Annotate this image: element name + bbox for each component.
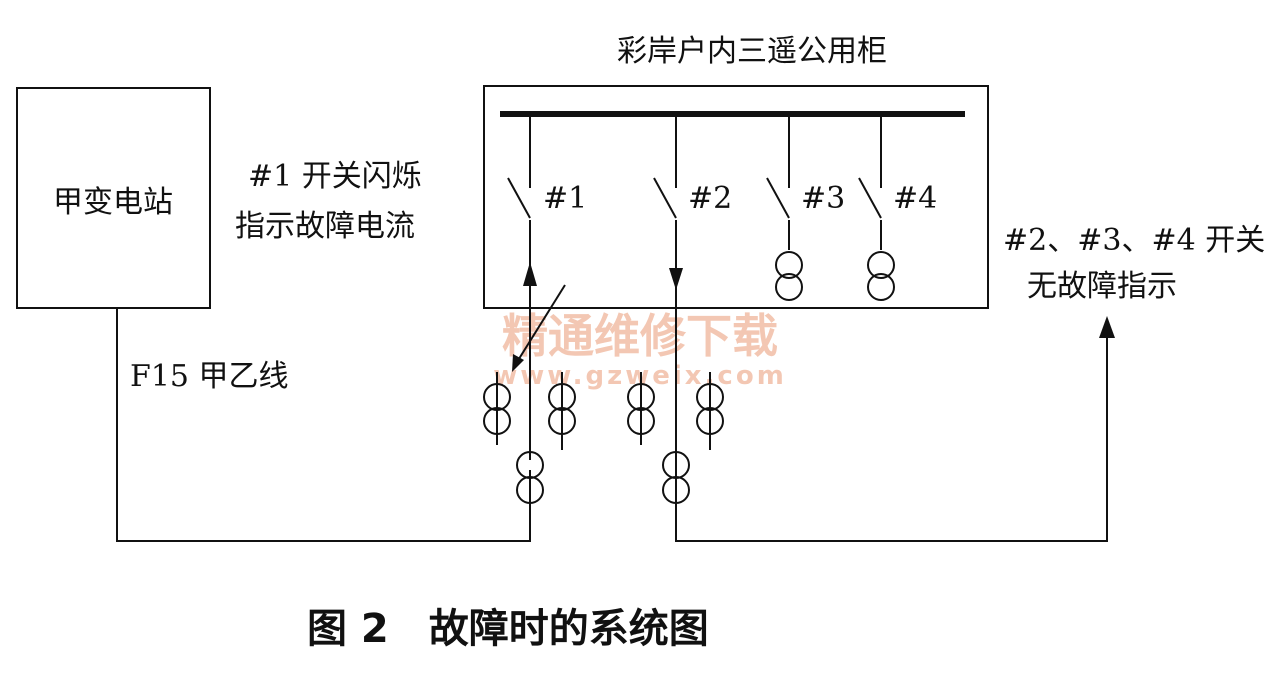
watermark: 精通维修下载 www.gzweix.com — [493, 309, 787, 391]
switch1-note-line1: #1 开关闪烁 — [248, 159, 422, 194]
switch-3: #3 — [766, 114, 845, 301]
cabinet-title: 彩岸户内三遥公用柜 — [617, 34, 887, 69]
switch1-note-line2: 指示故障电流 — [235, 209, 415, 244]
watermark-url: www.gzweix.com — [493, 361, 787, 391]
substation-box — [16, 87, 211, 309]
other-switches-note-line1: #2、#3、#4 开关 — [1003, 223, 1265, 258]
cabinet-box — [483, 85, 989, 309]
switch-4: #4 — [858, 114, 937, 301]
fault-indicator-arrow — [516, 284, 566, 363]
substation-label: 甲变电站 — [53, 185, 173, 220]
switch-1: #1 — [507, 114, 587, 460]
watermark-text: 精通维修下载 — [502, 309, 778, 363]
feeder-line-f15 — [116, 308, 531, 542]
switch-2: #2 — [653, 114, 732, 535]
other-switches-note-line2: 无故障指示 — [1027, 269, 1177, 304]
switch-1-label: #1 — [543, 181, 587, 216]
figure-caption: 图 2 故障时的系统图 — [307, 606, 709, 652]
current-transformers — [483, 372, 724, 504]
switch-4-label: #4 — [893, 181, 937, 216]
switch-2-label: #2 — [688, 181, 732, 216]
switch-3-label: #3 — [801, 181, 845, 216]
line-label: F15 甲乙线 — [130, 359, 289, 394]
outgoing-line — [675, 335, 1108, 542]
